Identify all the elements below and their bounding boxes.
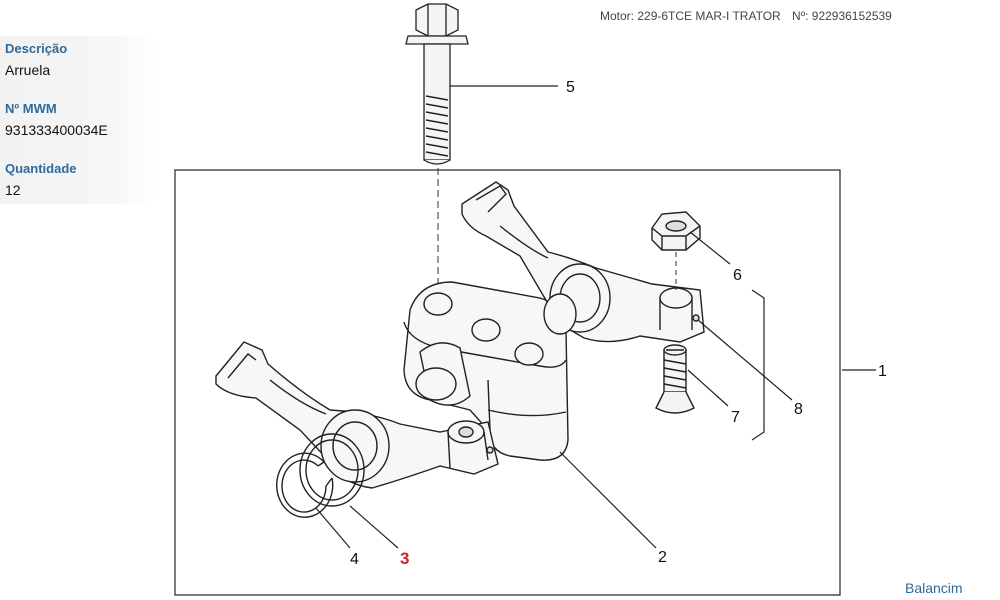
descricao-value: Arruela [5,62,51,78]
descricao-label: Descrição [5,41,68,56]
part-2-bracket[interactable] [403,281,569,461]
part-5-bolt[interactable] [405,3,469,165]
engine-header: Motor: 229-6TCE MAR-I TRATOR Nº: 9229361… [600,9,900,23]
upper-rocker-arm [461,181,705,343]
callout-4[interactable]: 4 [350,551,359,568]
callout-3[interactable]: 3 [400,549,409,568]
callout-5[interactable]: 5 [566,79,575,96]
descricao-field: Descrição Arruela [5,41,67,79]
part-7-adjusting-screw[interactable] [655,344,695,414]
group-bracket [751,289,765,441]
leader-lines [315,85,876,549]
motor-text: Motor: 229-6TCE MAR-I TRATOR [600,9,781,23]
part-info-panel: Descrição Arruela Nº MWM 931333400034E Q… [0,36,156,204]
mwm-value: 931333400034E [5,122,108,138]
mwm-field: Nº MWM 931333400034E [5,101,108,139]
part-6-nut[interactable] [651,211,701,251]
part-4-snap-ring[interactable] [276,452,334,518]
quantidade-field: Quantidade 12 [5,161,77,199]
quantidade-label: Quantidade [5,161,77,176]
part-3-washer[interactable] [299,433,365,507]
number-text: Nº: 922936152539 [792,9,892,23]
callout-7[interactable]: 7 [731,409,740,426]
callout-6[interactable]: 6 [733,267,742,284]
quantidade-value: 12 [5,182,21,198]
assembly-link[interactable]: Balancim [905,580,963,596]
mwm-label: Nº MWM [5,101,57,116]
assembly-frame [174,169,841,596]
callout-2[interactable]: 2 [658,549,667,566]
callout-8[interactable]: 8 [794,401,803,418]
callout-1[interactable]: 1 [878,363,887,380]
